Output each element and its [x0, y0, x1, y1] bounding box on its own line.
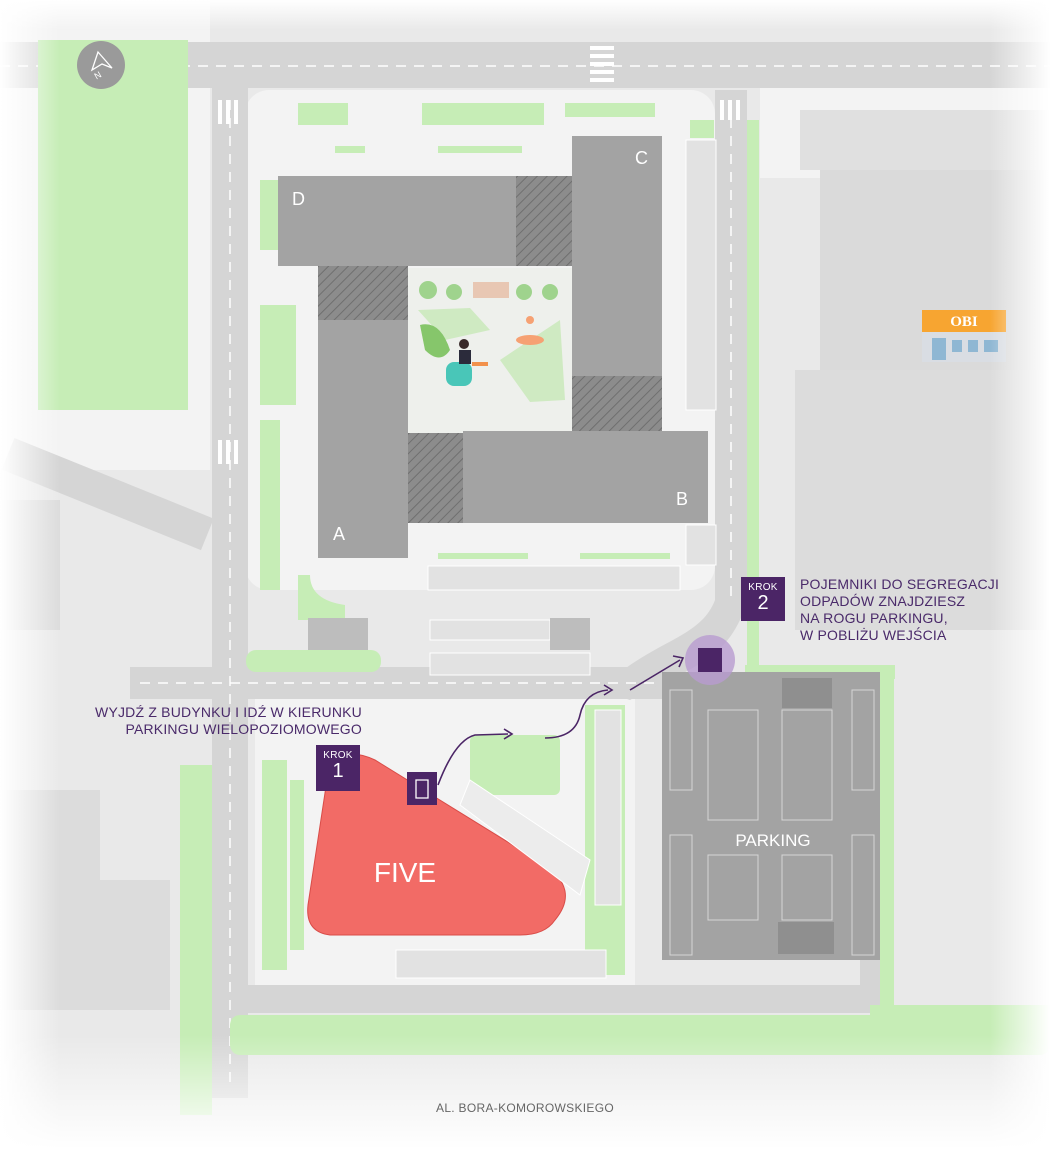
five-label: FIVE [374, 857, 436, 888]
step2-badge-word: KROK [748, 582, 778, 593]
road-markings [0, 65, 1050, 1090]
courtyard [418, 281, 565, 402]
walking-route-2 [544, 689, 609, 739]
crosswalks [218, 46, 740, 464]
step1-badge: KROK 1 [316, 745, 360, 791]
office-complex [278, 136, 708, 558]
step2-text-line4: W POBLIŻU WEJŚCIA [800, 627, 947, 643]
obi-sign: OBI [950, 314, 978, 330]
walking-route [437, 733, 509, 786]
step1-text-line2: PARKINGU WIELOPOZIOMOWEGO [125, 721, 362, 737]
parking-garage [662, 672, 880, 960]
building-label-a: A [333, 524, 346, 544]
street-label: AL. BORA-KOMOROWSKIEGO [436, 1101, 614, 1115]
step1-badge-number: 1 [332, 760, 344, 782]
building-label-d: D [292, 189, 305, 209]
step2-text-line3: NA ROGU PARKINGU, [800, 610, 948, 626]
surface-parking [395, 139, 717, 979]
step2-text-line2: ODPADÓW ZNAJDZIESZ [800, 593, 966, 609]
step2-text-line1: POJEMNIKI DO SEGREGACJI [800, 576, 1000, 592]
underground-ramp-2 [550, 618, 590, 650]
step1-badge-word: KROK [323, 750, 353, 761]
walking-route-arrow-2 [603, 684, 614, 696]
diagonal-parking [459, 779, 591, 896]
step1-text-line1: WYJDŹ Z BUDYNKU I IDŹ W KIERUNKU [95, 704, 362, 720]
exit-door-icon [407, 772, 437, 805]
step2-text: POJEMNIKI DO SEGREGACJI ODPADÓW ZNAJDZIE… [800, 576, 1020, 644]
walking-route-arrow-3 [672, 655, 685, 668]
step1-text: WYJDŹ Z BUDYNKU I IDŹ W KIERUNKU PARKING… [60, 704, 362, 738]
step2-badge: KROK 2 [741, 577, 785, 621]
building-label-c: C [635, 148, 648, 168]
walking-route-arrow-1 [503, 728, 514, 740]
five-building [307, 753, 566, 936]
step2-badge-number: 2 [757, 592, 769, 614]
parking-label: PARKING [735, 831, 810, 850]
underground-ramp-1 [308, 618, 368, 650]
waste-bins-marker [698, 648, 722, 672]
compass-letter: N [93, 69, 104, 81]
walking-route-3 [629, 659, 681, 691]
building-label-b: B [676, 489, 689, 509]
